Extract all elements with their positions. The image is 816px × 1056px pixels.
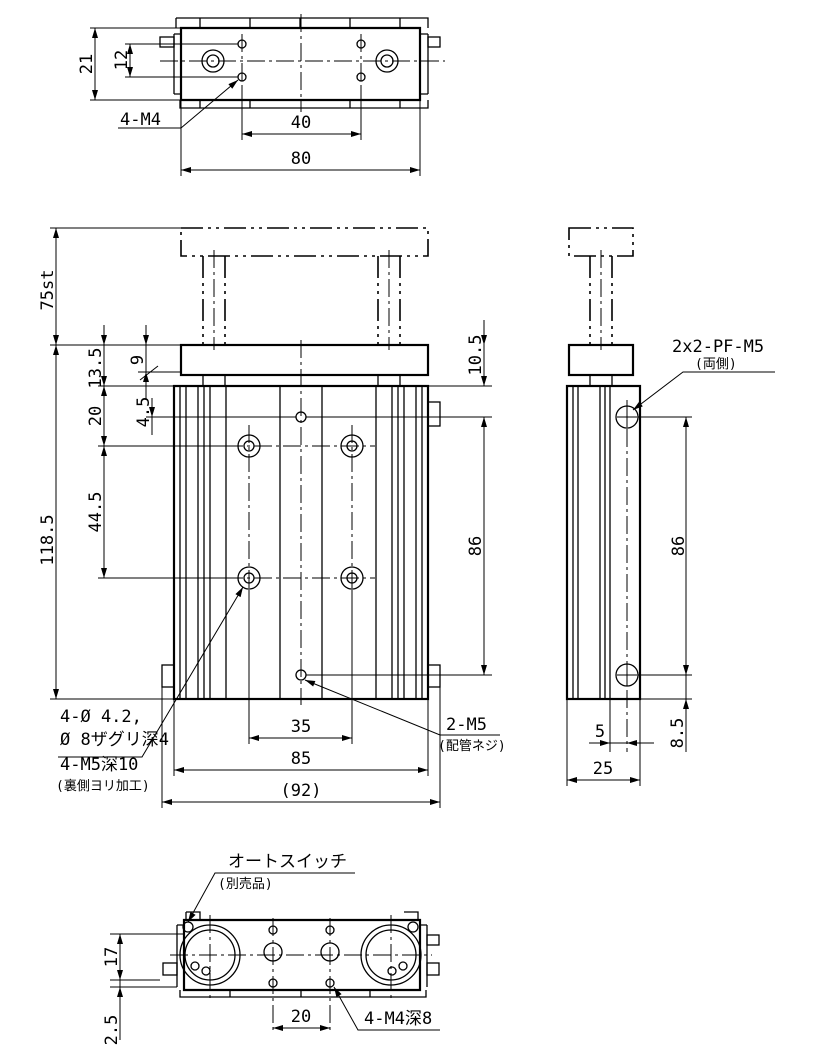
dim-9: 9 <box>128 355 148 365</box>
front-view: 75st 118.5 13.5 9 20 4.5 44.5 10 <box>38 227 506 808</box>
dim-5: 5 <box>595 722 605 742</box>
dim-17: 17 <box>102 947 122 967</box>
dim-86-side: 86 <box>669 536 689 556</box>
switch-sub: (別売品) <box>218 876 273 892</box>
dim-4-5: 4.5 <box>134 397 154 428</box>
port-sub: (両側) <box>695 357 737 372</box>
dim-75st: 75st <box>38 270 58 311</box>
dim-10-5: 10.5 <box>466 335 486 376</box>
dim-8-5: 8.5 <box>668 718 688 749</box>
callout-4-m4-depth: 4-M4深8 <box>364 1009 432 1029</box>
port-label: 2x2-PF-M5 <box>672 337 764 357</box>
dim-2-5: 2.5 <box>102 1015 122 1046</box>
switch-label: オートスイッチ <box>228 852 347 872</box>
note-line-3: 4-M5深10 <box>60 755 138 775</box>
note-line-2: Ø 8ザグリ深4 <box>60 730 169 750</box>
dim-12: 12 <box>112 50 132 70</box>
dim-118-5: 118.5 <box>38 514 58 565</box>
dim-44-5: 44.5 <box>86 492 106 533</box>
bottom-view: オートスイッチ (別売品) 17 2.5 20 4-M4深8 <box>102 852 440 1045</box>
callout-4-m4: 4-M4 <box>120 110 161 130</box>
callout-2-m5: 2-M5 <box>446 715 487 735</box>
dim-20: 20 <box>86 406 106 426</box>
dim-40: 40 <box>291 113 311 133</box>
dim-35: 35 <box>291 717 311 737</box>
dim-13-5: 13.5 <box>86 348 106 389</box>
note-line-1: 4-Ø 4.2, <box>60 707 142 727</box>
callout-2-m5-sub: (配管ネジ) <box>438 739 506 754</box>
dim-85: 85 <box>291 749 311 769</box>
dim-80: 80 <box>291 149 311 169</box>
note-line-4: (裏側ヨリ加工) <box>56 779 150 794</box>
dim-92: (92) <box>281 781 322 801</box>
side-view: 2x2-PF-M5 (両側) 86 8.5 5 25 <box>565 227 775 786</box>
hole-note: 4-Ø 4.2, Ø 8ザグリ深4 4-M5深10 (裏側ヨリ加工) <box>56 707 169 794</box>
dim-86-front: 86 <box>466 536 486 556</box>
top-view: 21 12 4-M4 40 80 <box>77 14 445 176</box>
dim-20-bottom: 20 <box>291 1007 311 1027</box>
dim-25: 25 <box>593 759 613 779</box>
dim-21: 21 <box>77 54 97 74</box>
